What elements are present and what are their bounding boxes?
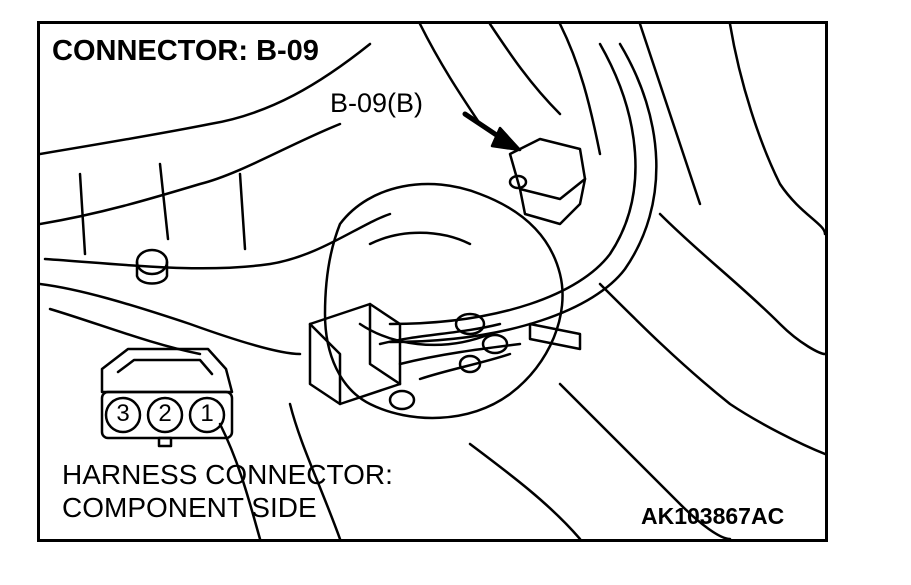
component-side-label: COMPONENT SIDE: [62, 492, 317, 523]
connector-pin-label: 2: [158, 400, 172, 427]
figure-code: AK103867AC: [641, 503, 785, 529]
diagram-frame: CONNECTOR: B-09 B-09(B) 3 2 1 HARNESS CO…: [37, 21, 828, 542]
connector-callout-label: B-09(B): [330, 88, 424, 118]
connector-pin-label: 3: [116, 400, 130, 427]
connector-pin-label: 1: [200, 400, 214, 427]
harness-connector-label: HARNESS CONNECTOR:: [62, 459, 393, 490]
connector-title: CONNECTOR: B-09: [52, 35, 319, 67]
engine-illustration: [40, 24, 825, 539]
